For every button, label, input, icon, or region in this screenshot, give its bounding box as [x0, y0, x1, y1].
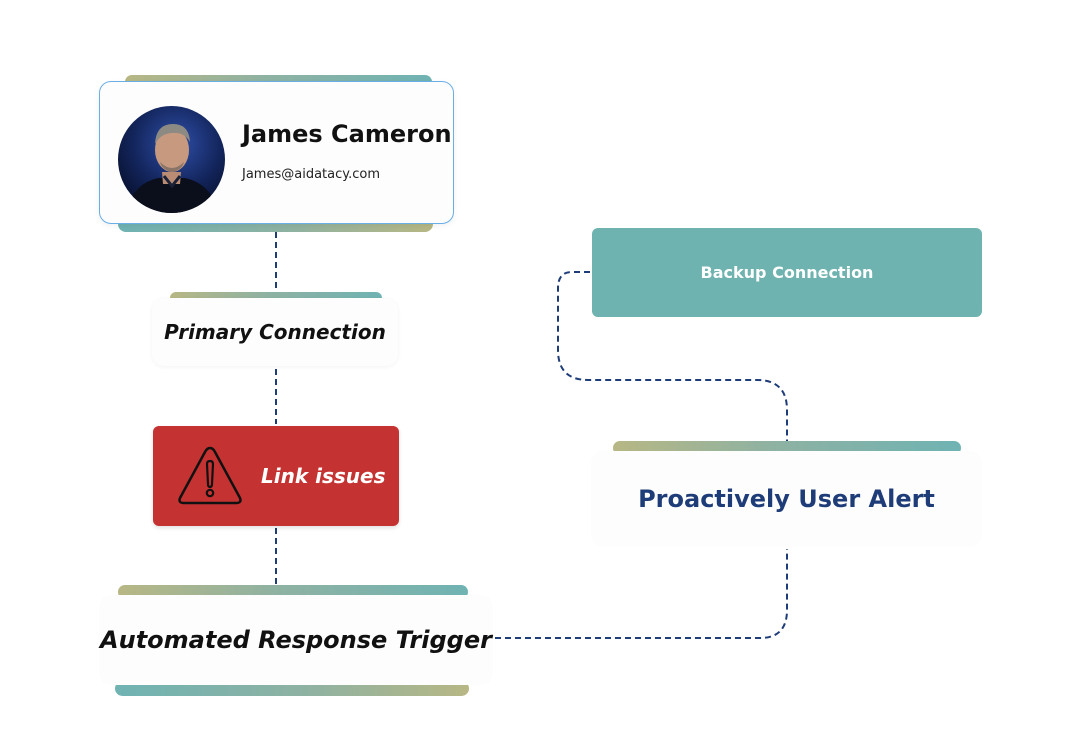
backup-connection-label: Backup Connection: [700, 263, 874, 282]
automated-response-trigger-label: Automated Response Trigger: [100, 626, 492, 654]
proactive-user-alert-label: Proactively User Alert: [638, 485, 935, 513]
warning-triangle-icon: [178, 446, 242, 505]
backup-connection-node[interactable]: Backup Connection: [592, 228, 982, 317]
profile-email[interactable]: James@aidatacy.com: [242, 167, 380, 182]
primary-connection-label: Primary Connection: [164, 320, 386, 344]
link-issues-label: Link issues: [261, 464, 386, 488]
avatar: [118, 106, 225, 213]
proactive-user-alert-node[interactable]: Proactively User Alert: [591, 451, 982, 547]
automated-response-trigger-node[interactable]: Automated Response Trigger: [99, 595, 493, 685]
profile-card[interactable]: James Cameron James@aidatacy.com: [99, 81, 454, 224]
primary-connection-node[interactable]: Primary Connection: [152, 298, 398, 366]
profile-name: James Cameron: [242, 120, 452, 148]
link-issues-node[interactable]: Link issues: [153, 426, 399, 526]
connector-trigger-alert: [495, 549, 788, 639]
